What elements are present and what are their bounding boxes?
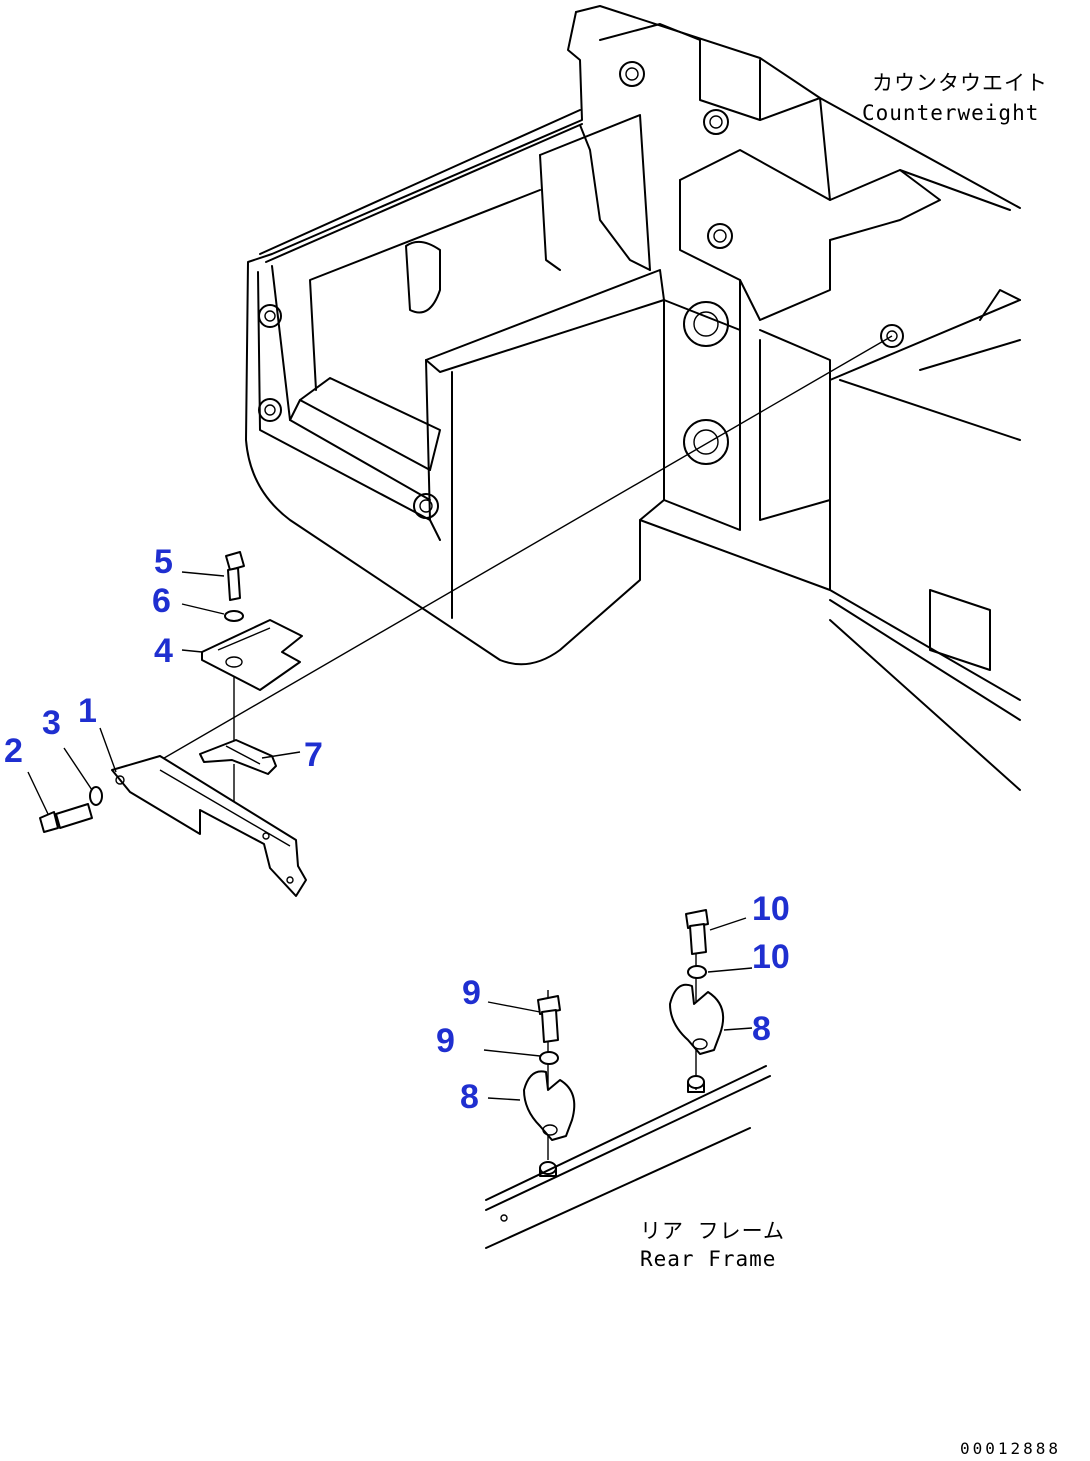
callout-8-right: 8 (752, 1010, 771, 1048)
washer-part-6 (224, 610, 244, 622)
washer-part-10-right (687, 965, 707, 979)
callout-1: 1 (78, 692, 97, 730)
counterweight-jp-label: カウンタウエイト (872, 71, 1048, 95)
callout-7: 7 (304, 736, 323, 774)
plate-part-7 (199, 739, 277, 775)
rear-frame-drawing (485, 1065, 771, 1249)
rear-frame-en-label: Rear Frame (640, 1247, 776, 1271)
bolt-part-5 (225, 551, 245, 601)
bolt-part-2 (39, 803, 93, 833)
counterweight-drawing (245, 5, 1021, 791)
callout-10-left: 9 (436, 1022, 455, 1060)
bolt-part-9-right (685, 909, 709, 955)
clamp-part-4 (201, 619, 303, 691)
callout-4: 4 (154, 632, 173, 670)
drawing-code: 00012888 (960, 1439, 1061, 1458)
frame-boss-left (539, 1161, 557, 1177)
callout-8-left: 8 (460, 1078, 479, 1116)
counterweight-en-label: Counterweight (862, 101, 1039, 125)
washer-part-3 (89, 786, 103, 806)
clamp-part-8-left (523, 1070, 576, 1141)
callout-9-left: 9 (462, 974, 481, 1012)
washer-part-10-left (539, 1051, 559, 1065)
callout-2: 2 (4, 732, 23, 770)
callout-10-right: 10 (752, 938, 790, 976)
clamp-part-8-right (669, 983, 724, 1055)
bolt-part-9-left (537, 995, 561, 1043)
callout-6: 6 (152, 582, 171, 620)
callout-leaders (27, 571, 753, 1101)
frame-boss-right (687, 1075, 705, 1093)
callout-3: 3 (42, 704, 61, 742)
rear-frame-jp-label: リア フレーム (640, 1219, 785, 1243)
callout-5: 5 (154, 543, 173, 581)
bracket-part-1 (111, 755, 307, 897)
callout-numbers: 5 6 4 1 3 2 7 10 10 8 9 9 8 (4, 543, 790, 1116)
callout-9-right: 10 (752, 890, 790, 928)
labels: カウンタウエイト Counterweight リア フレーム Rear Fram… (640, 71, 1061, 1458)
